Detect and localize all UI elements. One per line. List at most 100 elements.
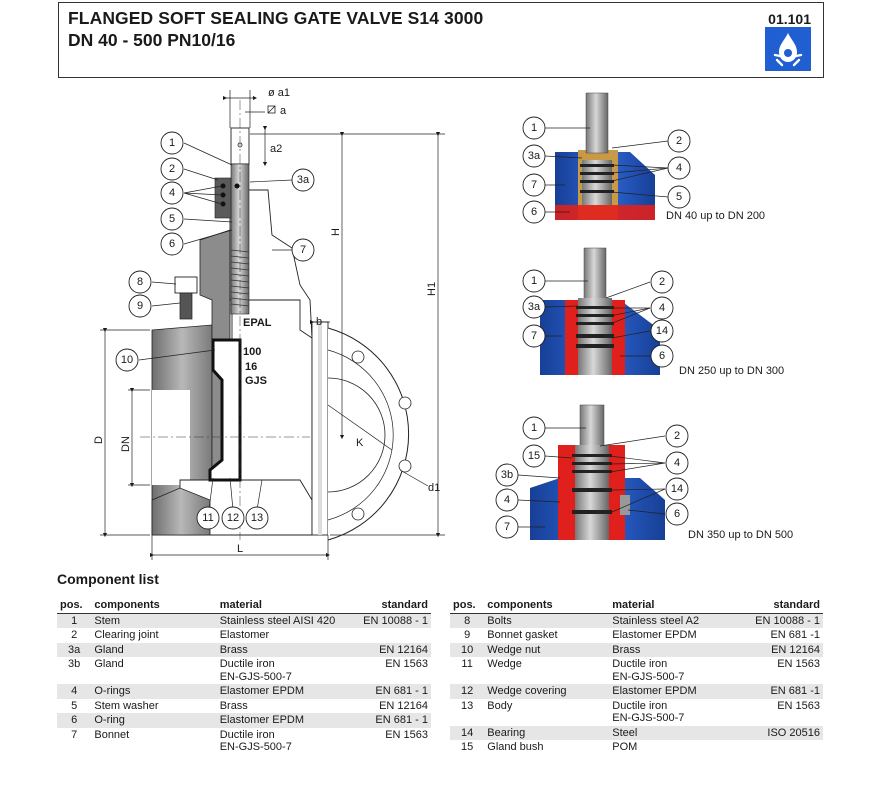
detail1-callout-6: 6 <box>531 206 537 218</box>
material-line: Elastomer EPDM <box>219 714 305 726</box>
detail2-caption: DN 250 up to DN 300 <box>679 365 784 377</box>
detail1-callout-3a: 3a <box>528 150 541 162</box>
document-number: 01.101 <box>768 11 811 27</box>
material-grade-line: EN-GJS-500-7 <box>612 670 685 683</box>
cell-standard: EN 10088 - 1 <box>346 613 431 628</box>
cell-pos: 6 <box>57 713 92 728</box>
cell-material: Elastomer EPDM <box>216 713 347 728</box>
detail1-callout-4: 4 <box>676 162 682 174</box>
table-row: 5 Stem washer Brass EN 12164 <box>57 699 431 714</box>
main-callout-13: 13 <box>251 512 263 524</box>
detail2-callout-2: 2 <box>659 276 665 288</box>
cell-standard: EN 681 -1 <box>770 629 820 641</box>
detail1-callout-1: 1 <box>531 122 537 134</box>
detail2-callout-14: 14 <box>656 325 668 337</box>
cell-standard: EN 12164 <box>738 642 823 657</box>
cell-standard: EN 10088 - 1 <box>738 613 823 628</box>
cell-pos: 12 <box>450 684 485 699</box>
detail3-callout-4: 4 <box>674 457 680 469</box>
cell-component: Gland <box>94 658 124 670</box>
cell-pos: 5 <box>71 699 78 712</box>
material-grade-line: EN-GJS-500-7 <box>219 741 292 753</box>
cell-pos: 10 <box>450 642 485 657</box>
detail2-callout-7: 7 <box>531 330 537 342</box>
main-callout-12: 12 <box>227 512 239 524</box>
detail3-caption: DN 350 up to DN 500 <box>688 529 793 541</box>
dim-H-label: H <box>330 228 342 236</box>
material-line: Ductile iron <box>612 658 668 670</box>
material-line: Brass <box>612 643 641 656</box>
header-box: FLANGED SOFT SEALING GATE VALVE S14 3000… <box>58 2 824 78</box>
cell-standard: EN 1563 <box>777 699 820 712</box>
detail1-caption: DN 40 up to DN 200 <box>666 210 765 222</box>
detail-view-3 <box>530 404 665 540</box>
cell-component: Gland <box>91 642 217 657</box>
col-header-material: material <box>609 597 739 614</box>
detail3-callout-3b: 3b <box>501 469 513 481</box>
detail3-callout-14: 14 <box>671 483 683 495</box>
material-line: Ductile iron <box>612 699 668 712</box>
cell-standard: ISO 20516 <box>738 725 823 740</box>
cell-material: Elastomer EPDM <box>609 628 738 643</box>
detail2-callout-6: 6 <box>659 350 665 362</box>
cell-material: Brass <box>217 699 346 714</box>
detail2-callout-4: 4 <box>659 302 665 314</box>
detail3-callout-4-left: 4 <box>504 494 510 506</box>
cell-pos: 8 <box>450 613 485 628</box>
material-line: Stainless steel AISI 420 <box>219 614 336 627</box>
cell-component: Bonnet <box>94 728 130 741</box>
table-header-row: pos. components material standard <box>450 597 823 614</box>
cell-standard: EN 12164 <box>379 699 428 712</box>
cell-material: Stainless steel AISI 420 <box>216 613 347 628</box>
cell-component: Stem washer <box>94 699 159 712</box>
main-callout-3a: 3a <box>297 174 310 186</box>
cell-component: Body <box>487 699 513 712</box>
material-line: Ductile iron <box>219 658 275 670</box>
detail1-callout-5: 5 <box>676 191 682 203</box>
cell-pos: 11 <box>461 658 473 670</box>
cell-component: Wedge <box>487 658 522 670</box>
col-header-components: components <box>484 597 610 614</box>
cell-standard: EN 1563 <box>385 658 428 670</box>
col-header-components: components <box>91 597 217 614</box>
detail1-callout-2: 2 <box>676 135 682 147</box>
col-header-standard: standard <box>346 597 431 614</box>
dim-d1-label: d1 <box>428 482 440 494</box>
main-callout-6: 6 <box>169 238 175 250</box>
cell-material: Stainless steel A2 <box>609 613 739 628</box>
dim-D-label: D <box>93 436 105 444</box>
dim-a1-label: ø a1 <box>268 87 290 99</box>
cell-pos: 3b <box>68 658 81 670</box>
cell-material: Elastomer EPDM <box>216 684 347 699</box>
cell-component: Bearing <box>484 725 610 740</box>
body-material-text: GJS <box>245 375 267 387</box>
page-title: FLANGED SOFT SEALING GATE VALVE S14 3000 <box>68 8 484 28</box>
body-brand-text: EPAL <box>243 317 272 329</box>
dim-L-label: L <box>237 543 243 555</box>
cell-standard: EN 681 - 1 <box>346 684 431 699</box>
material-line: Ductile iron <box>219 728 275 741</box>
cell-material: POM <box>609 740 738 755</box>
main-callout-8: 8 <box>137 276 143 288</box>
cell-standard: EN 681 -1 <box>738 684 823 699</box>
col-header-pos: pos. <box>57 597 92 614</box>
material-line: Brass <box>219 643 248 656</box>
technical-drawing: EPAL 100 16 GJS ø a1 a a2 H H1 b D DN K … <box>93 87 793 560</box>
main-callout-11: 11 <box>202 512 213 524</box>
material-line: POM <box>612 741 638 753</box>
cell-component: Gland bush <box>487 741 544 753</box>
cell-component: Bolts <box>484 613 610 628</box>
cell-pos: 13 <box>461 699 474 712</box>
cell-standard <box>738 740 823 755</box>
main-callout-2: 2 <box>169 163 175 175</box>
